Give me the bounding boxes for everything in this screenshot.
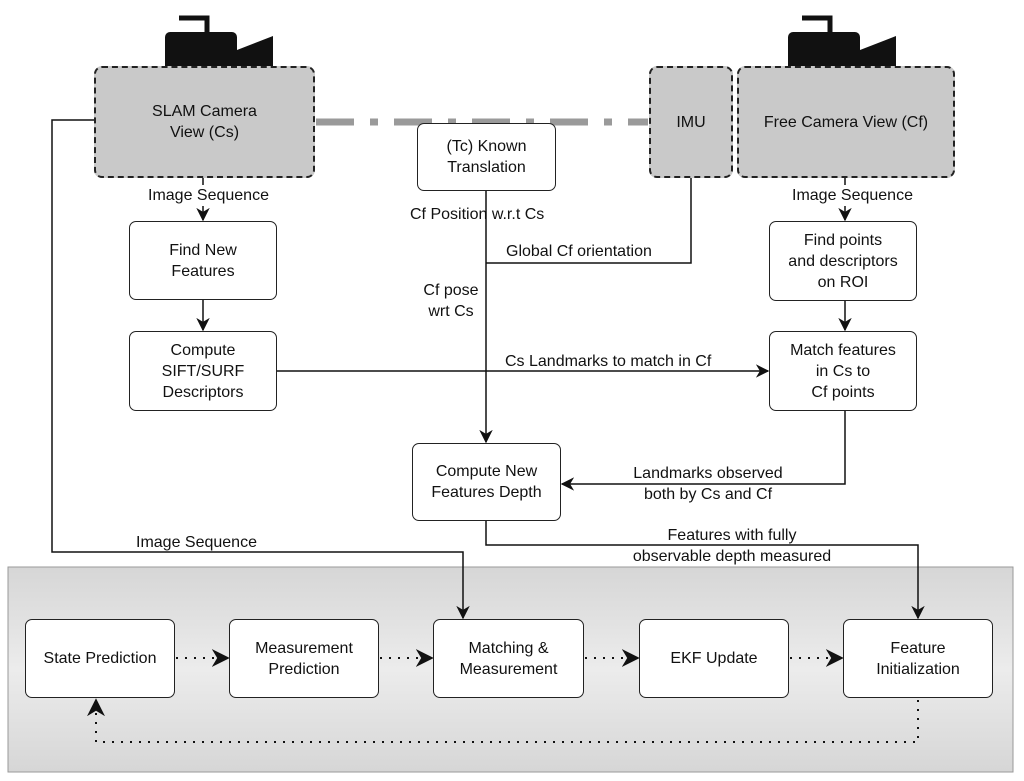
- label-image-sequence-cs: Image Sequence: [146, 185, 271, 206]
- compute-descriptors-box: Compute SIFT/SURF Descriptors: [129, 331, 277, 411]
- arrow-slam-to-matching: [51, 119, 470, 620]
- label-landmarks-observed: Landmarks observed both by Cs and Cf: [633, 465, 783, 503]
- label-image-sequence-bottom: Image Sequence: [136, 534, 257, 551]
- feature-initialization-box: Feature Initialization: [843, 619, 993, 698]
- ekf-update-box: EKF Update: [639, 619, 789, 698]
- label-cf-position: Cf Position w.r.t Cs: [410, 206, 545, 223]
- arrow-depth-to-init: [485, 521, 925, 620]
- matching-measurement-box: Matching & Measurement: [433, 619, 584, 698]
- imu-box: IMU: [649, 66, 733, 178]
- label-cf-pose: Cf pose wrt Cs: [418, 280, 484, 322]
- find-points-box: Find points and descriptors on ROI: [769, 221, 917, 301]
- label-image-sequence-cf: Image Sequence: [790, 185, 915, 206]
- arrow-match-to-depth: [560, 411, 846, 491]
- label-features-depth: Features with fully observable depth mea…: [632, 527, 832, 565]
- label-global-orientation: Global Cf orientation: [506, 243, 652, 260]
- measurement-prediction-box: Measurement Prediction: [229, 619, 379, 698]
- find-new-features-box: Find New Features: [129, 221, 277, 300]
- match-features-box: Match features in Cs to Cf points: [769, 331, 917, 411]
- free-camera-box: Free Camera View (Cf): [737, 66, 955, 178]
- line-imu-orientation: [486, 178, 692, 264]
- label-cs-landmarks: Cs Landmarks to match in Cf: [505, 353, 712, 370]
- state-prediction-box: State Prediction: [25, 619, 175, 698]
- slam-camera-box: SLAM Camera View (Cs): [94, 66, 315, 178]
- known-translation-box: (Tc) Known Translation: [417, 123, 556, 191]
- compute-depth-box: Compute New Features Depth: [412, 443, 561, 521]
